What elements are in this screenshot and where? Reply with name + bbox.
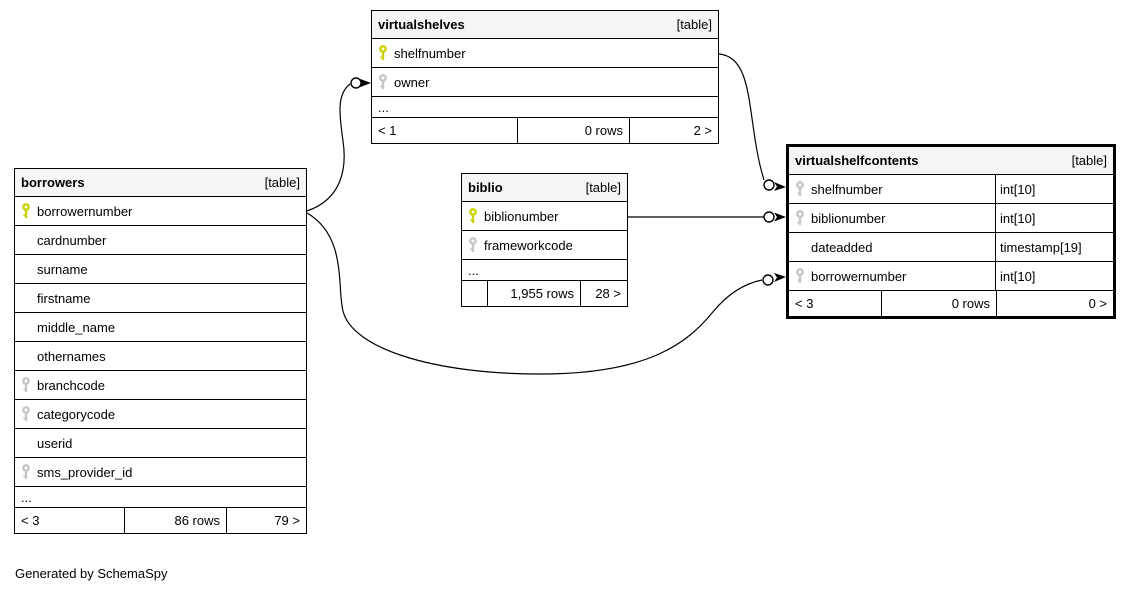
column-name: branchcode xyxy=(37,377,105,393)
column-name: middle_name xyxy=(37,319,116,335)
parents-count: 28 > xyxy=(580,281,627,306)
column-row-borrowernumber: borrowernumber xyxy=(15,197,306,226)
table-type-label: [table] xyxy=(585,180,621,195)
table-header: borrowers [table] xyxy=(15,169,306,197)
more-columns-ellipsis: ... xyxy=(372,97,718,118)
column-row-userid: userid xyxy=(15,429,306,458)
table-virtualshelves[interactable]: virtualshelves [table] shelfnumber owner… xyxy=(371,10,719,144)
column-type: int[10] xyxy=(995,175,1035,203)
column-name: dateadded xyxy=(811,239,873,255)
primary-key-icon xyxy=(15,203,37,219)
table-type-label: [table] xyxy=(1071,153,1107,168)
table-name[interactable]: virtualshelfcontents xyxy=(795,153,919,168)
relationship-biblio-virtualshelfcontents xyxy=(628,211,786,223)
column-row-firstname: firstname xyxy=(15,284,306,313)
parents-count: 2 > xyxy=(629,118,718,143)
parents-count: 0 > xyxy=(996,291,1113,316)
table-name[interactable]: biblio xyxy=(468,180,503,195)
parents-count: 79 > xyxy=(226,508,306,533)
more-columns-ellipsis: ... xyxy=(462,260,627,281)
children-count xyxy=(462,281,487,306)
children-count: < 1 xyxy=(378,123,397,138)
column-row-othernames: othernames xyxy=(15,342,306,371)
column-name: sms_provider_id xyxy=(37,464,133,480)
no-key-spacer xyxy=(15,348,37,364)
column-name: biblionumber xyxy=(484,208,559,224)
column-row-frameworkcode: frameworkcode xyxy=(462,231,627,260)
column-row-sms-provider-id: sms_provider_id xyxy=(15,458,306,487)
column-name: borrowernumber xyxy=(37,203,133,219)
column-row-categorycode: categorycode xyxy=(15,400,306,429)
column-name: userid xyxy=(37,435,73,451)
index-key-icon xyxy=(789,268,811,284)
no-key-spacer xyxy=(15,435,37,451)
no-key-spacer xyxy=(789,239,811,255)
index-key-icon xyxy=(15,406,37,422)
table-footer: < 1 0 rows 2 > xyxy=(372,118,718,143)
column-type: timestamp[19] xyxy=(995,233,1082,261)
no-key-spacer xyxy=(15,232,37,248)
row-count: 86 rows xyxy=(124,508,226,533)
children-count: < 3 xyxy=(21,513,40,528)
column-row-branchcode: branchcode xyxy=(15,371,306,400)
schemaspy-credit: Generated by SchemaSpy xyxy=(15,566,168,581)
column-row-dateadded: dateadded timestamp[19] xyxy=(789,233,1113,262)
table-footer: 1,955 rows 28 > xyxy=(462,281,627,306)
table-header: biblio [table] xyxy=(462,174,627,202)
table-virtualshelfcontents[interactable]: virtualshelfcontents [table] shelfnumber… xyxy=(786,144,1116,319)
table-header: virtualshelves [table] xyxy=(372,11,718,39)
index-key-icon xyxy=(789,210,811,226)
column-name: borrowernumber xyxy=(811,268,907,284)
row-count: 0 rows xyxy=(517,118,629,143)
index-key-icon xyxy=(789,181,811,197)
column-name: othernames xyxy=(37,348,106,364)
more-columns-ellipsis: ... xyxy=(15,487,306,508)
table-footer: < 3 86 rows 79 > xyxy=(15,508,306,533)
column-name: shelfnumber xyxy=(811,181,883,197)
table-name[interactable]: borrowers xyxy=(21,175,85,190)
table-header: virtualshelfcontents [table] xyxy=(789,147,1113,175)
index-key-icon xyxy=(15,377,37,393)
index-key-icon xyxy=(15,464,37,480)
column-name: firstname xyxy=(37,290,91,306)
column-name: surname xyxy=(37,261,88,277)
column-name: frameworkcode xyxy=(484,237,573,253)
table-biblio[interactable]: biblio [table] biblionumber frameworkcod… xyxy=(461,173,628,307)
primary-key-icon xyxy=(372,45,394,61)
column-row-middle-name: middle_name xyxy=(15,313,306,342)
table-type-label: [table] xyxy=(264,175,300,190)
column-type: int[10] xyxy=(995,204,1035,232)
column-name: biblionumber xyxy=(811,210,886,226)
no-key-spacer xyxy=(15,261,37,277)
column-name: cardnumber xyxy=(37,232,107,248)
table-borrowers[interactable]: borrowers [table] borrowernumber cardnum… xyxy=(14,168,307,534)
column-type: int[10] xyxy=(995,262,1035,290)
no-key-spacer xyxy=(15,319,37,335)
column-row-biblionumber: biblionumber int[10] xyxy=(789,204,1113,233)
column-row-borrowernumber: borrowernumber int[10] xyxy=(789,262,1113,291)
column-row-surname: surname xyxy=(15,255,306,284)
relationship-virtualshelves-virtualshelfcontents xyxy=(718,53,786,191)
column-row-shelfnumber: shelfnumber int[10] xyxy=(789,175,1113,204)
table-footer: < 3 0 rows 0 > xyxy=(789,291,1113,316)
column-row-shelfnumber: shelfnumber xyxy=(372,39,718,68)
index-key-icon xyxy=(372,74,394,90)
children-count: < 3 xyxy=(795,296,814,311)
column-name: owner xyxy=(394,74,430,90)
column-row-biblionumber: biblionumber xyxy=(462,202,627,231)
column-name: categorycode xyxy=(37,406,116,422)
index-key-icon xyxy=(462,237,484,253)
relationship-borrowers-virtualshelves xyxy=(306,77,371,212)
column-name: shelfnumber xyxy=(394,45,466,61)
row-count: 0 rows xyxy=(881,291,996,316)
primary-key-icon xyxy=(462,208,484,224)
table-type-label: [table] xyxy=(676,17,712,32)
row-count: 1,955 rows xyxy=(487,281,580,306)
column-row-owner: owner xyxy=(372,68,718,97)
column-row-cardnumber: cardnumber xyxy=(15,226,306,255)
no-key-spacer xyxy=(15,290,37,306)
table-name[interactable]: virtualshelves xyxy=(378,17,465,32)
